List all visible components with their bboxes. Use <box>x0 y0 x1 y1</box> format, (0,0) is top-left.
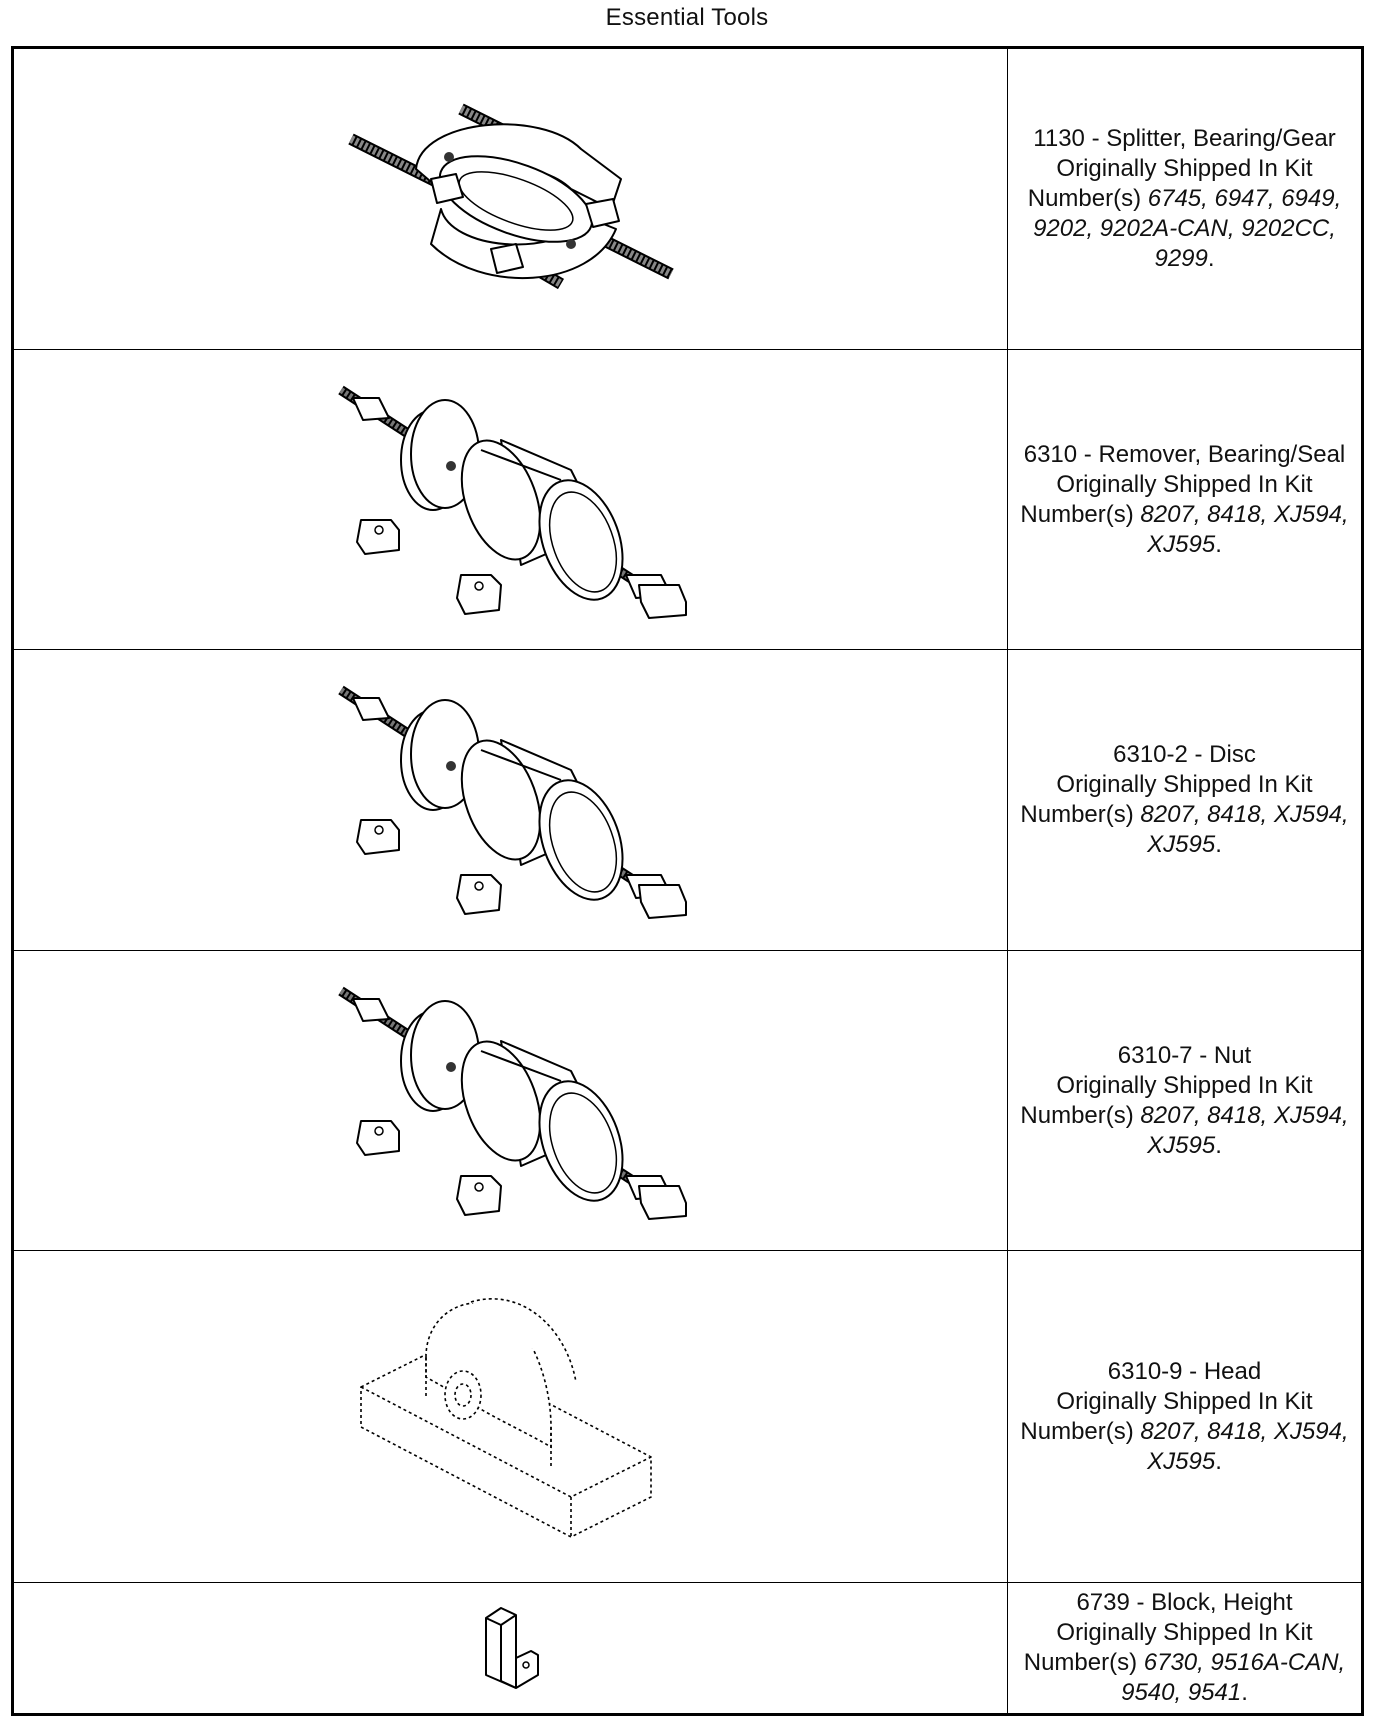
shipped-label: Originally Shipped In Kit <box>1056 155 1313 182</box>
number-prefix: Number(s) <box>1023 1649 1138 1676</box>
number-prefix: Number(s) <box>1027 185 1142 212</box>
tool-image-cell <box>14 1583 1008 1713</box>
kit-numbers: 8207, 8418, XJ594, <box>1140 500 1349 528</box>
essential-tools-table: 1130 - Splitter, Bearing/Gear Originally… <box>11 46 1364 1716</box>
tool-description-cell: 6739 - Block, Height Originally Shipped … <box>1008 1583 1361 1713</box>
number-prefix: Number(s) <box>1020 1101 1134 1129</box>
kit-numbers: XJ595 <box>1147 1131 1216 1159</box>
tool-image-cell <box>14 951 1008 1251</box>
bearing-remover-icon <box>321 670 701 930</box>
tool-title: 6310-9 - Head <box>1107 1357 1262 1385</box>
tool-title: 6310-2 - Disc <box>1113 741 1256 768</box>
period: . <box>1241 1679 1248 1706</box>
kit-numbers-line: Number(s) 8207, 8418, XJ594, <box>1020 1417 1348 1447</box>
height-block-icon <box>484 1607 539 1689</box>
kit-numbers: 6745, 6947, 6949, <box>1147 185 1342 212</box>
kit-numbers-line: Number(s) 8207, 8418, XJ594, <box>1020 800 1348 830</box>
kit-numbers: 9540, 9541 <box>1121 1679 1242 1706</box>
tool-description-cell: 6310-9 - Head Originally Shipped In Kit … <box>1008 1251 1361 1583</box>
number-prefix: Number(s) <box>1020 1417 1134 1445</box>
kit-numbers-line: Number(s) 6745, 6947, 6949, <box>1028 184 1342 214</box>
tool-description-cell: 6310 - Remover, Bearing/Seal Originally … <box>1008 350 1361 650</box>
kit-numbers: 9299 <box>1154 245 1208 272</box>
page-title: Essential Tools <box>605 4 769 31</box>
kit-numbers: XJ595 <box>1147 530 1216 558</box>
kit-numbers: XJ595 <box>1147 1447 1216 1475</box>
number-prefix: Number(s) <box>1020 500 1134 528</box>
bearing-splitter-icon <box>347 103 674 290</box>
shipped-label: Originally Shipped In Kit <box>1056 771 1313 798</box>
kit-numbers: 8207, 8418, XJ594, <box>1140 801 1349 828</box>
period: . <box>1215 1447 1222 1475</box>
kit-numbers-line: Number(s) 6730, 9516A-CAN, <box>1024 1648 1345 1678</box>
tool-title: 6739 - Block, Height <box>1076 1589 1293 1616</box>
kit-numbers: 8207, 8418, XJ594, <box>1140 1417 1349 1445</box>
tool-image-cell <box>14 49 1008 350</box>
shipped-label: Originally Shipped In Kit <box>1056 470 1313 498</box>
shipped-label: Originally Shipped In Kit <box>1056 1387 1313 1415</box>
period: . <box>1215 530 1222 558</box>
kit-numbers: XJ595 <box>1147 831 1216 858</box>
tool-title: 1130 - Splitter, Bearing/Gear <box>1033 125 1336 152</box>
shipped-label: Originally Shipped In Kit <box>1056 1071 1313 1099</box>
kit-numbers: 8207, 8418, XJ594, <box>1140 1101 1349 1129</box>
number-prefix: Number(s) <box>1020 801 1134 828</box>
tool-description-cell: 6310-2 - Disc Originally Shipped In Kit … <box>1008 650 1361 951</box>
period: . <box>1215 831 1222 858</box>
tool-description-cell: 6310-7 - Nut Originally Shipped In Kit N… <box>1008 951 1361 1251</box>
kit-numbers: 6730, 9516A-CAN, <box>1143 1649 1346 1676</box>
shipped-label: Originally Shipped In Kit <box>1056 1619 1313 1646</box>
head-block-icon <box>359 1297 652 1538</box>
tool-image-cell <box>14 350 1008 650</box>
tool-description-cell: 1130 - Splitter, Bearing/Gear Originally… <box>1008 49 1361 350</box>
kit-numbers-end: 9540, 9541. <box>1121 1678 1248 1708</box>
kit-numbers-line: Number(s) 8207, 8418, XJ594, <box>1020 500 1348 530</box>
kit-numbers-end: XJ595. <box>1147 830 1222 860</box>
tool-title: 6310 - Remover, Bearing/Seal <box>1023 440 1346 468</box>
kit-numbers-end: XJ595. <box>1147 530 1222 560</box>
tool-image-cell <box>14 1251 1008 1583</box>
kit-numbers-end: XJ595. <box>1147 1447 1222 1477</box>
kit-numbers-end: XJ595. <box>1147 1131 1222 1161</box>
period: . <box>1215 1131 1222 1159</box>
tool-title: 6310-7 - Nut <box>1117 1041 1252 1069</box>
kit-numbers: 9202, 9202A-CAN, 9202CC, <box>1033 215 1336 242</box>
bearing-remover-icon <box>321 370 701 630</box>
kit-numbers-line: Number(s) 8207, 8418, XJ594, <box>1020 1101 1348 1131</box>
tool-image-cell <box>14 650 1008 951</box>
bearing-remover-icon <box>321 971 701 1231</box>
kit-numbers-end: 9299. <box>1154 244 1214 274</box>
period: . <box>1207 245 1215 272</box>
